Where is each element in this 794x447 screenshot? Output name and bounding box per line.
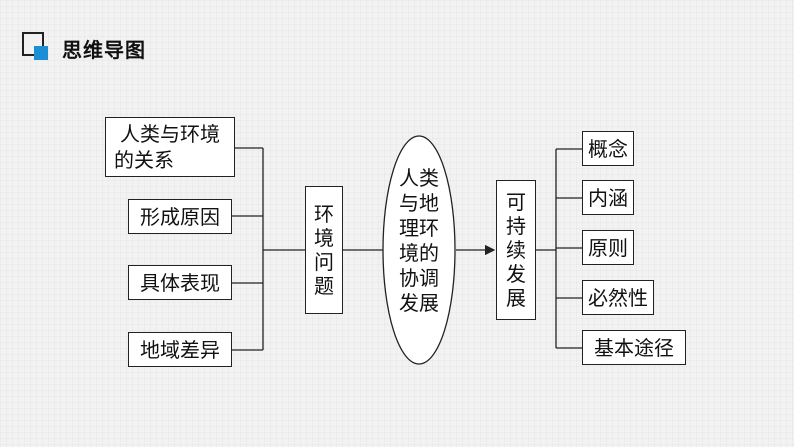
header-square-icon [22,32,52,64]
left-item-relationship: 人类与环境 的关系 [105,117,235,177]
right-item-connotation: 内涵 [582,180,634,215]
node-environmental-issues: 环境问题 [305,186,343,314]
left-item-manifestations: 具体表现 [128,265,232,300]
center-oval [382,135,456,365]
right-item-concept: 概念 [582,131,634,166]
right-item-necessity: 必然性 [582,280,654,315]
left-item-causes: 形成原因 [128,199,232,234]
right-item-basic-approaches: 基本途径 [582,330,686,365]
page-title: 思维导图 [62,38,146,62]
node-sustainable-development: 可持续发展 [496,180,536,320]
left-item-regional-differences: 地域差异 [128,332,232,367]
right-item-principles: 原则 [582,230,634,265]
center-topic: 人类与地理环境的协调发展 [399,166,439,315]
